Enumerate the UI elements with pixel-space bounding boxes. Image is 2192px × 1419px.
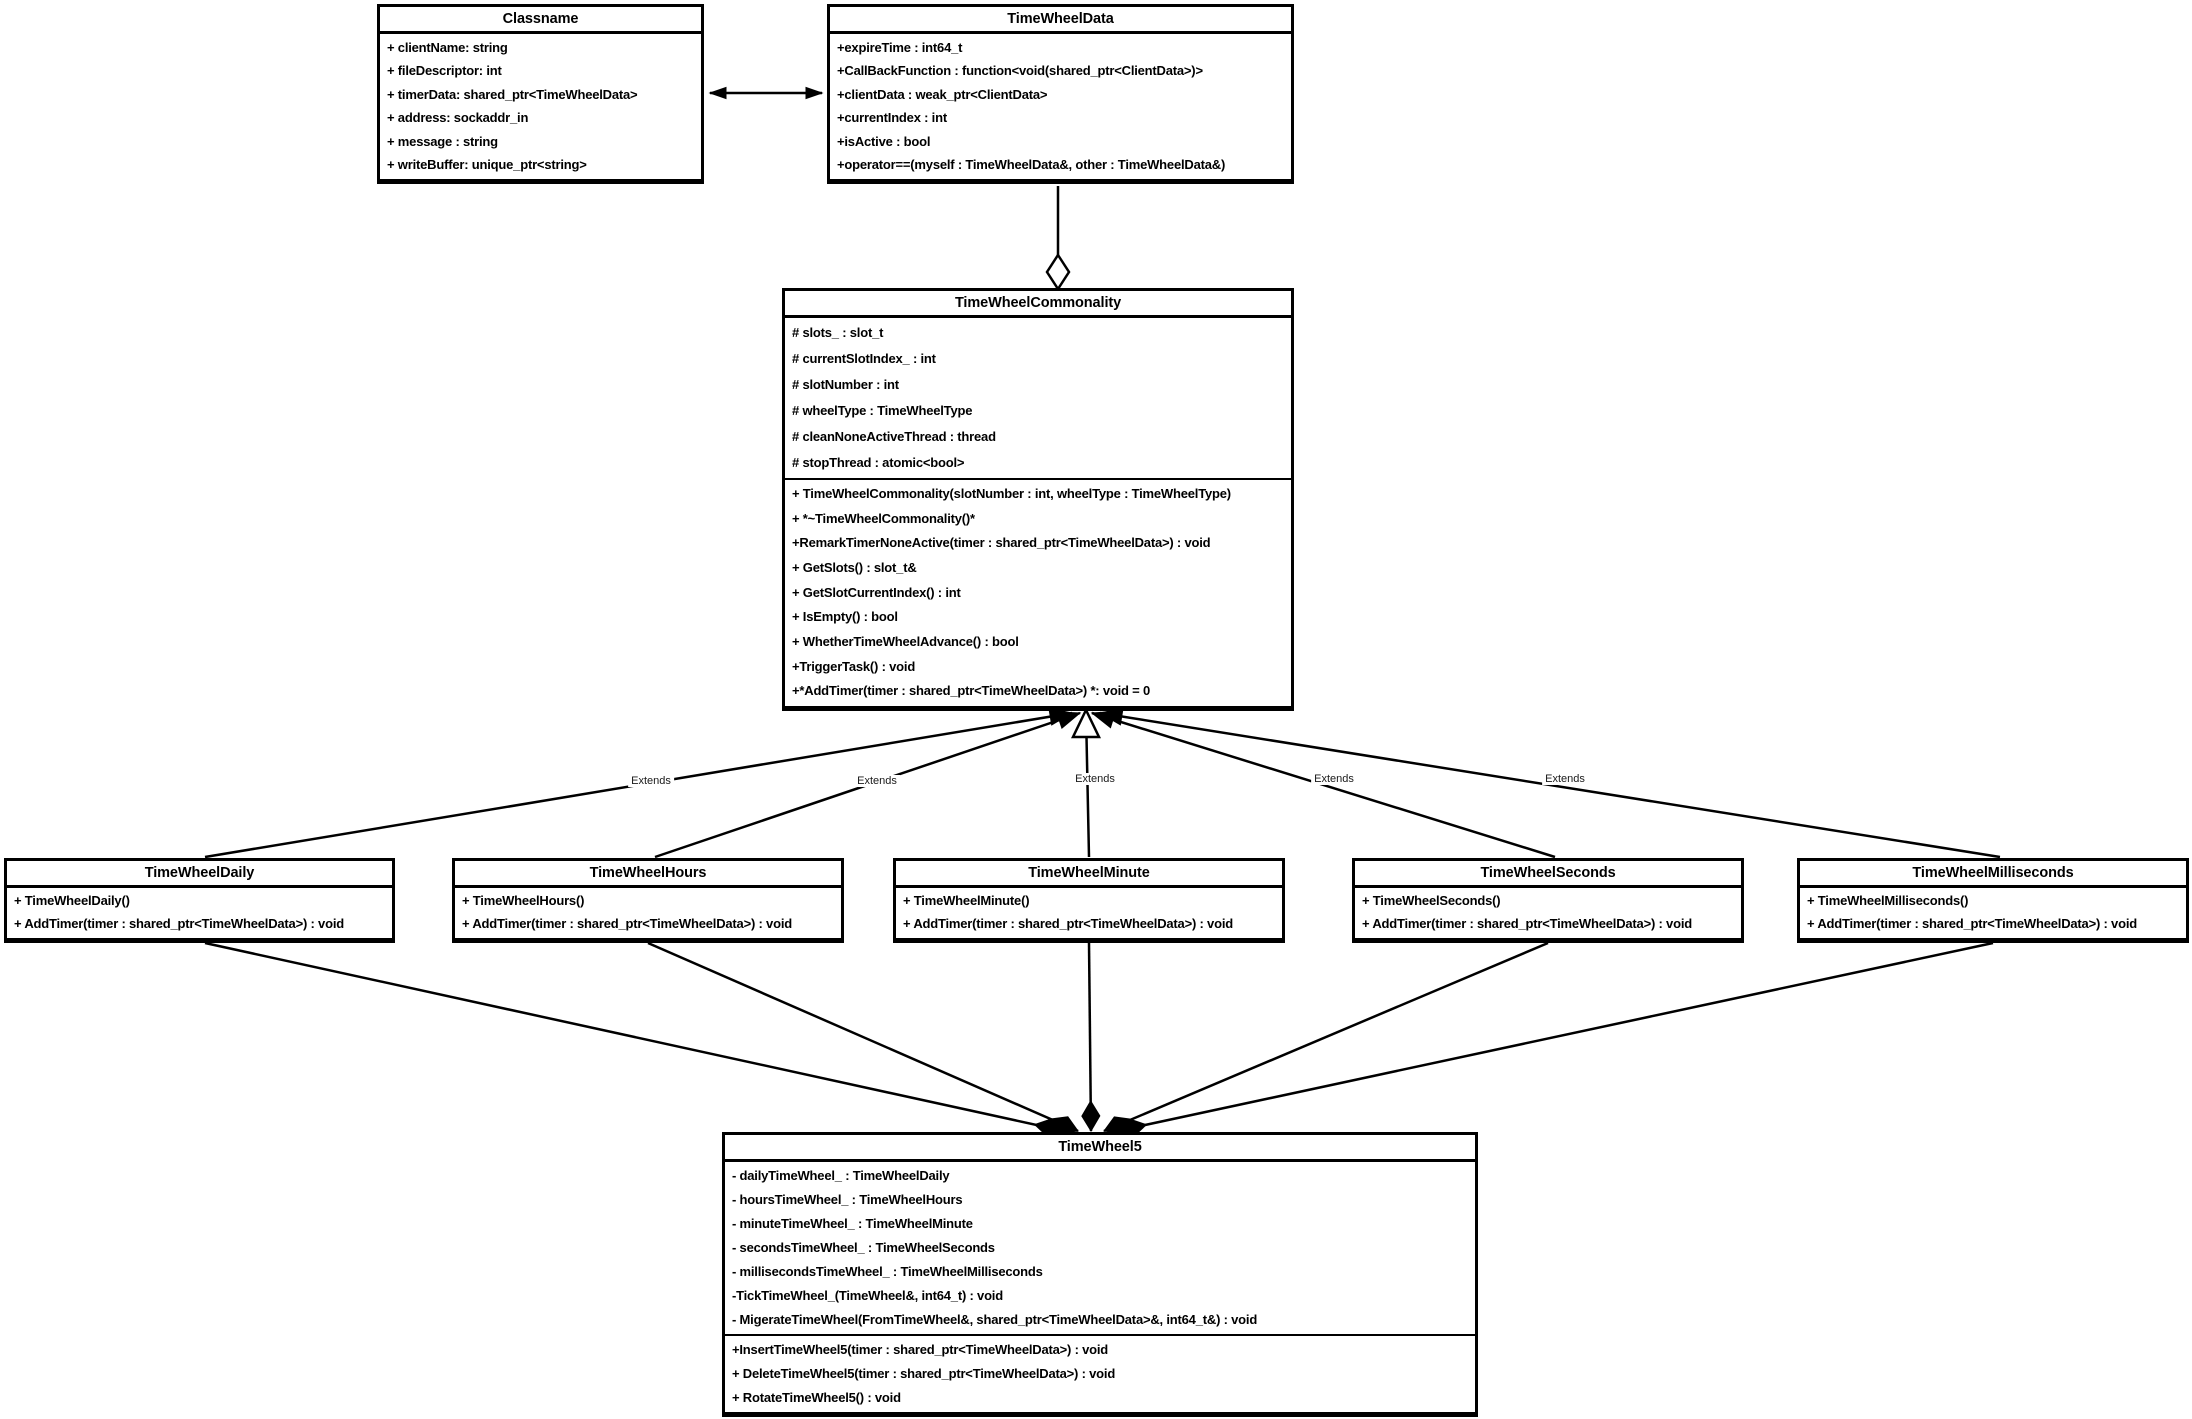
member-row: + address: sockaddr_in — [387, 110, 529, 126]
class-title: TimeWheelCommonality — [785, 291, 1291, 318]
class-title: TimeWheelData — [830, 7, 1291, 34]
member-row: + IsEmpty() : bool — [792, 609, 898, 625]
member-row: # currentSlotIndex_ : int — [792, 350, 936, 366]
member-row: + clientName: string — [387, 39, 508, 55]
member-row: +clientData : weak_ptr<ClientData> — [837, 86, 1048, 102]
methods-compartment: + TimeWheelDaily() + AddTimer(timer : sha… — [7, 888, 392, 938]
aggregation-diamond-icon — [1045, 252, 1071, 292]
class-box-timewheelseconds: TimeWheelSeconds + TimeWheelSeconds() + A… — [1352, 858, 1744, 943]
attributes-compartment: + clientName: string + fileDescriptor: in… — [380, 34, 701, 179]
class-title: TimeWheelMinute — [896, 861, 1282, 888]
member-row: + TimeWheelDaily() — [14, 893, 130, 909]
member-row: + TimeWheelSeconds() — [1362, 893, 1501, 909]
member-row: + TimeWheelMilliseconds() — [1807, 893, 1969, 909]
methods-compartment: + TimeWheelCommonality(slotNumber : int,… — [785, 478, 1291, 706]
connector-line — [1103, 941, 1549, 1133]
class-box-timewheeldata: TimeWheelData +expireTime : int64_t +Call… — [827, 4, 1294, 184]
extends-edge-label: Extends — [854, 775, 900, 787]
connector-line — [1091, 711, 1556, 859]
member-row: - secondsTimeWheel_ : TimeWheelSeconds — [732, 1239, 995, 1255]
class-title: TimeWheelHours — [455, 861, 841, 888]
member-row: + TimeWheelCommonality(slotNumber : int,… — [792, 486, 1231, 502]
member-row: +isActive : bool — [837, 133, 931, 149]
class-box-classname: Classname + clientName: string + fileDesc… — [377, 4, 704, 184]
extends-edge-label: Extends — [628, 775, 674, 787]
member-row: # stopThread : atomic<bool> — [792, 454, 965, 470]
member-row: +operator==(myself : TimeWheelData&, oth… — [837, 157, 1226, 173]
connector-line — [1099, 711, 2001, 859]
member-row: + fileDescriptor: int — [387, 63, 502, 79]
class-box-timewheelminute: TimeWheelMinute + TimeWheelMinute() + Add… — [893, 858, 1285, 943]
member-row: + AddTimer(timer : shared_ptr<TimeWheelD… — [462, 916, 792, 932]
class-box-timewheel5: TimeWheel5 - dailyTimeWheel_ : TimeWheel… — [722, 1132, 1478, 1417]
member-row: -TickTimeWheel_(TimeWheel&, int64_t) : v… — [732, 1287, 1003, 1303]
extends-edge-label: Extends — [1311, 773, 1357, 785]
extends-edge-label: Extends — [1542, 773, 1588, 785]
member-row: +TriggerTask() : void — [792, 658, 916, 674]
class-title: TimeWheelMilliseconds — [1800, 861, 2186, 888]
member-row: + writeBuffer: unique_ptr<string> — [387, 157, 587, 173]
member-row: - hoursTimeWheel_ : TimeWheelHours — [732, 1191, 963, 1207]
member-row: + GetSlotCurrentIndex() : int — [792, 584, 961, 600]
member-row: + AddTimer(timer : shared_ptr<TimeWheelD… — [903, 916, 1233, 932]
attributes-compartment: # slots_ : slot_t # currentSlotIndex_ : i… — [785, 318, 1291, 478]
attributes-compartment: +expireTime : int64_t +CallBackFunction :… — [830, 34, 1291, 179]
methods-compartment: + TimeWheelMilliseconds() + AddTimer(time… — [1800, 888, 2186, 938]
class-title: TimeWheelSeconds — [1355, 861, 1741, 888]
member-row: + TimeWheelHours() — [462, 893, 585, 909]
arrowhead-icon — [805, 86, 824, 100]
member-row: + AddTimer(timer : shared_ptr<TimeWheelD… — [14, 916, 344, 932]
member-row: # slotNumber : int — [792, 376, 899, 392]
member-row: + AddTimer(timer : shared_ptr<TimeWheelD… — [1362, 916, 1692, 932]
member-row: +CallBackFunction : function<void(shared… — [837, 63, 1203, 79]
class-title: Classname — [380, 7, 701, 34]
member-row: - MigerateTimeWheel(FromTimeWheel&, shar… — [732, 1311, 1258, 1327]
class-title: TimeWheel5 — [725, 1135, 1475, 1162]
connector-line — [1087, 942, 1093, 1132]
composition-diamond-icon — [1081, 1100, 1101, 1132]
member-row: + message : string — [387, 133, 498, 149]
member-row: +InsertTimeWheel5(timer : shared_ptr<Tim… — [732, 1341, 1109, 1357]
generalization-triangle-icon — [1071, 707, 1101, 739]
methods-compartment: +InsertTimeWheel5(timer : shared_ptr<Tim… — [725, 1334, 1475, 1412]
member-row: +expireTime : int64_t — [837, 39, 963, 55]
class-box-timewheelhours: TimeWheelHours + TimeWheelHours() + AddTi… — [452, 858, 844, 943]
member-row: - minuteTimeWheel_ : TimeWheelMinute — [732, 1215, 973, 1231]
member-row: + *~TimeWheelCommonality()* — [792, 510, 975, 526]
class-box-timewheeldaily: TimeWheelDaily + TimeWheelDaily() + AddTi… — [4, 858, 395, 943]
methods-compartment: + TimeWheelMinute() + AddTimer(timer : sh… — [896, 888, 1282, 938]
member-row: - dailyTimeWheel_ : TimeWheelDaily — [732, 1167, 950, 1183]
member-row: +*AddTimer(timer : shared_ptr<TimeWheelD… — [792, 683, 1151, 699]
connector-line — [647, 941, 1079, 1133]
class-box-timewheelcommonality: TimeWheelCommonality # slots_ : slot_t# … — [782, 288, 1294, 711]
member-row: - millisecondsTimeWheel_ : TimeWheelMill… — [732, 1263, 1043, 1279]
member-row: +RemarkTimerNoneActive(timer : shared_pt… — [792, 535, 1211, 551]
methods-compartment: + TimeWheelHours() + AddTimer(timer : sha… — [455, 888, 841, 938]
class-box-timewheelmilliseconds: TimeWheelMilliseconds + TimeWheelMillise… — [1797, 858, 2189, 943]
arrowhead-icon — [708, 86, 727, 100]
member-row: # cleanNoneActiveThread : thread — [792, 428, 996, 444]
member-row: + WhetherTimeWheelAdvance() : bool — [792, 634, 1019, 650]
class-title: TimeWheelDaily — [7, 861, 392, 888]
connector-line — [204, 941, 1065, 1133]
generalization-arrowhead-icon — [1055, 711, 1082, 729]
member-row: # wheelType : TimeWheelType — [792, 402, 973, 418]
member-row: + AddTimer(timer : shared_ptr<TimeWheelD… — [1807, 916, 2137, 932]
connector-line — [1116, 941, 1994, 1133]
member-row: + GetSlots() : slot_t& — [792, 560, 917, 576]
member-row: # slots_ : slot_t — [792, 324, 884, 340]
member-row: + RotateTimeWheel5() : void — [732, 1389, 901, 1405]
attributes-compartment: - dailyTimeWheel_ : TimeWheelDaily - hour… — [725, 1162, 1475, 1334]
methods-compartment: + TimeWheelSeconds() + AddTimer(timer : s… — [1355, 888, 1741, 938]
member-row: + DeleteTimeWheel5(timer : shared_ptr<Ti… — [732, 1365, 1116, 1381]
member-row: + TimeWheelMinute() — [903, 893, 1030, 909]
extends-edge-label: Extends — [1072, 773, 1118, 785]
member-row: + timerData: shared_ptr<TimeWheelData> — [387, 86, 638, 102]
member-row: +currentIndex : int — [837, 110, 947, 126]
